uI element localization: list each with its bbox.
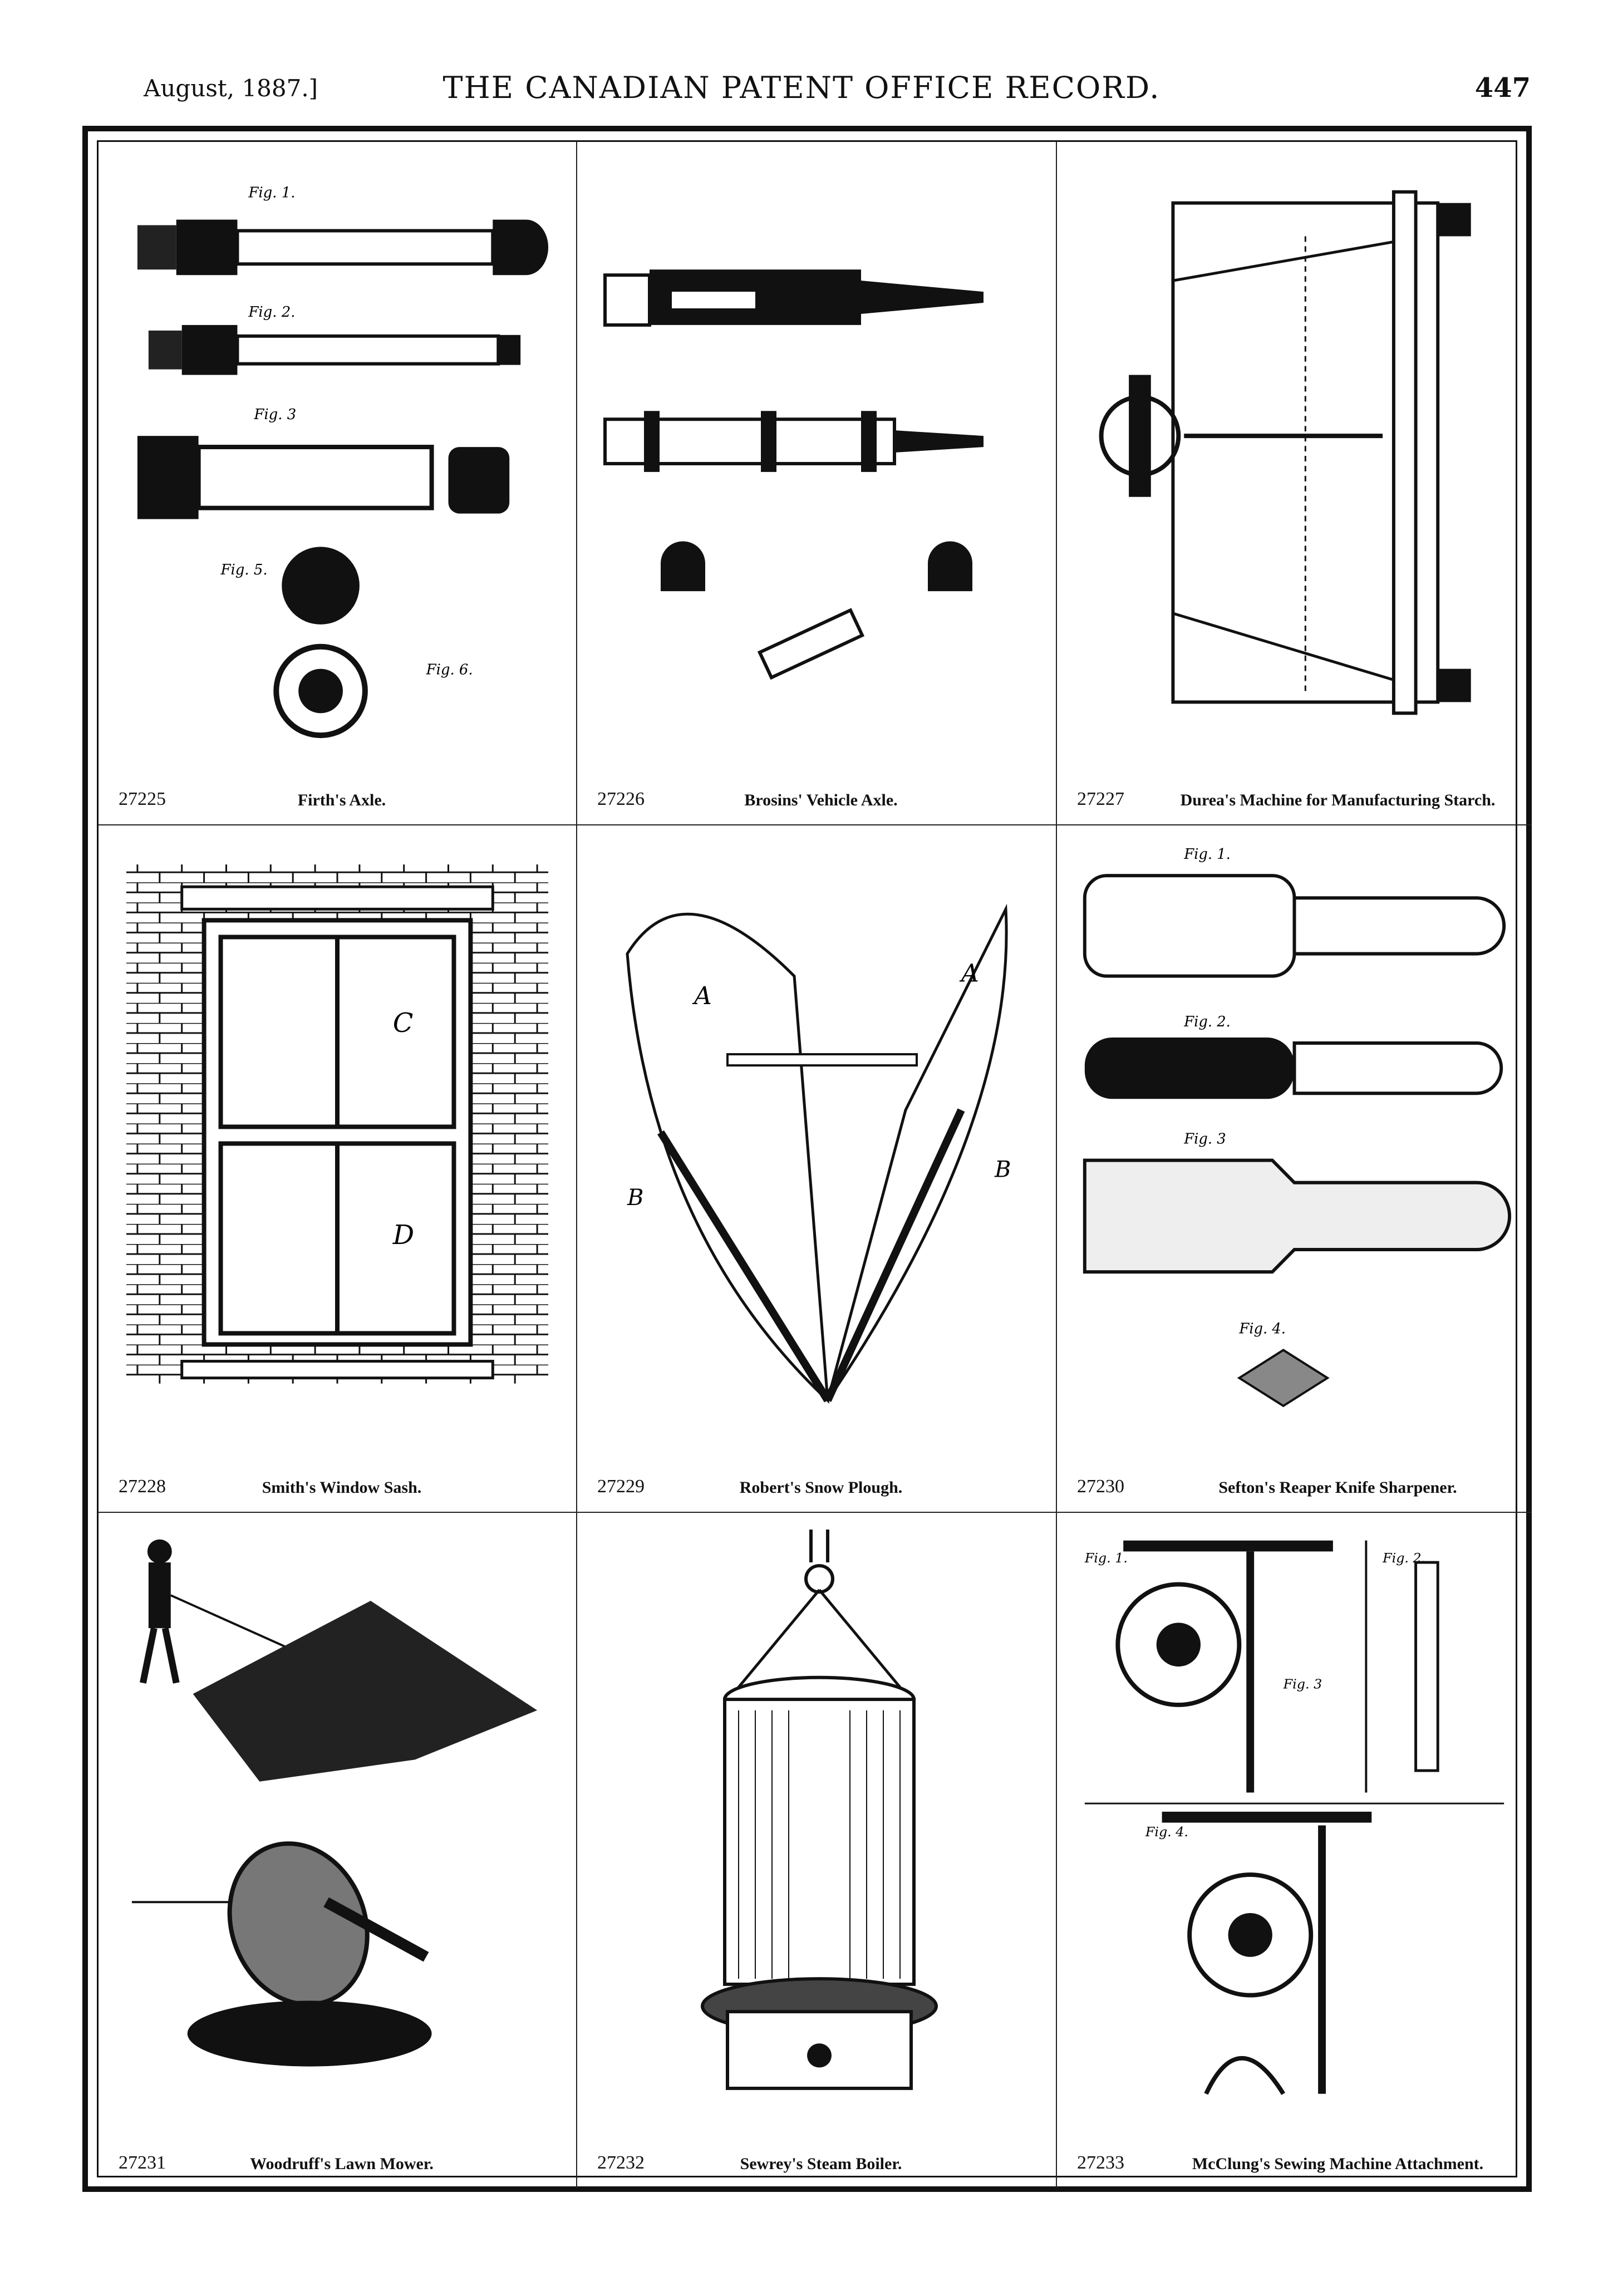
patent-number: 27232 [597,2152,645,2173]
illustration-frame: Fig. 1. Fig. 2. Fig. 3 Fig. 5. Fig. 6. 2… [82,126,1532,2192]
caption: 27227 Durea's Machine for Manufacturing … [1077,771,1521,810]
patent-title: Firth's Axle. [297,791,386,809]
sewing-machine-drawing: Fig. 1. Fig. 2. Fig. 3 Fig. 4. [1074,1530,1515,2121]
patent-title: Sefton's Reaper Knife Sharpener. [1218,1478,1457,1497]
patent-title: Sewrey's Steam Boiler. [740,2155,902,2173]
patent-cell-27231: 27231 Woodruff's Lawn Mower. [99,1513,577,2188]
patent-title: Woodruff's Lawn Mower. [250,2155,434,2173]
patent-number: 27225 [119,789,166,809]
patent-number: 27226 [597,789,645,809]
svg-text:Fig. 6.: Fig. 6. [426,662,473,679]
svg-text:A: A [959,960,979,988]
page-header: August, 1887.] THE CANADIAN PATENT OFFIC… [0,67,1603,117]
steam-boiler-drawing [594,1530,1039,2121]
patent-number: 27231 [119,2152,166,2173]
svg-text:D: D [392,1220,414,1251]
fig-label: Fig. 3 [1283,1676,1322,1692]
patent-number: 27229 [597,1476,645,1497]
patent-grid: Fig. 1. Fig. 2. Fig. 3 Fig. 5. Fig. 6. 2… [99,142,1532,2188]
caption: 27229 Robert's Snow Plough. [597,1458,1045,1497]
fig-label: Fig. 3 [253,406,296,423]
caption: 27228 Smith's Window Sash. [119,1458,565,1497]
caption: 27233 McClung's Sewing Machine Attachmen… [1077,2135,1521,2174]
publication-title: THE CANADIAN PATENT OFFICE RECORD. [442,70,1161,105]
patent-number: 27227 [1077,789,1124,809]
patent-cell-27225: Fig. 1. Fig. 2. Fig. 3 Fig. 5. Fig. 6. 2… [99,142,577,825]
fig-label: Fig. 1. [1183,846,1231,863]
lawn-mower-drawing [115,1530,559,2121]
svg-text:C: C [393,1007,414,1039]
patent-title: Durea's Machine for Manufacturing Starch… [1180,791,1496,809]
caption: 27231 Woodruff's Lawn Mower. [119,2135,565,2174]
fig-label: Fig. 1. [248,185,295,201]
caption: 27230 Sefton's Reaper Knife Sharpener. [1077,1458,1521,1497]
starch-machine-drawing [1074,159,1515,758]
patent-cell-27232: 27232 Sewrey's Steam Boiler. [577,1513,1057,2188]
svg-text:B: B [627,1185,643,1211]
vehicle-axle-drawing [594,159,1039,758]
axle-drawing: Fig. 1. Fig. 2. Fig. 3 Fig. 5. Fig. 6. [115,159,559,758]
patent-cell-27230: Fig. 1. Fig. 2. Fig. 3 Fig. 4. 27230 Sef… [1057,825,1532,1513]
fig-label: Fig. 3 [1183,1130,1226,1147]
patent-title: Smith's Window Sash. [262,1478,422,1497]
svg-text:Fig. 5.: Fig. 5. [220,562,268,578]
patent-cell-27228: C D 27228 Smith's Window Sash. [99,825,577,1513]
window-sash-drawing: C D [115,842,559,1445]
patent-cell-27227: 27227 Durea's Machine for Manufacturing … [1057,142,1532,825]
knife-sharpener-drawing: Fig. 1. Fig. 2. Fig. 3 Fig. 4. [1074,842,1515,1445]
patent-cell-27229: A A B B 27229 Robert's Snow Plough. [577,825,1057,1513]
patent-title: McClung's Sewing Machine Attachment. [1192,2155,1484,2173]
patent-cell-27226: 27226 Brosins' Vehicle Axle. [577,142,1057,825]
caption: 27226 Brosins' Vehicle Axle. [597,771,1045,810]
fig-label: Fig. 1. [1084,1550,1128,1566]
caption: 27225 Firth's Axle. [119,771,565,810]
snow-plough-drawing: A A B B [594,842,1039,1445]
caption: 27232 Sewrey's Steam Boiler. [597,2135,1045,2174]
fig-label: Fig. 2. [248,304,295,321]
patent-number: 27230 [1077,1476,1124,1497]
svg-text:A: A [692,982,712,1010]
patent-number: 27233 [1077,2152,1124,2173]
fig-label: Fig. 4. [1145,1824,1188,1840]
fig-label: Fig. 2. [1183,1014,1231,1030]
patent-cell-27233: Fig. 1. Fig. 2. Fig. 3 Fig. 4. 27233 McC… [1057,1513,1532,2188]
patent-title: Brosins' Vehicle Axle. [744,791,898,809]
fig-label: Fig. 4. [1238,1320,1286,1337]
svg-text:B: B [994,1157,1011,1183]
patent-number: 27228 [119,1476,166,1497]
page-number: 447 [1474,72,1531,104]
issue-date: August, 1887.] [144,75,318,102]
patent-title: Robert's Snow Plough. [739,1478,903,1497]
